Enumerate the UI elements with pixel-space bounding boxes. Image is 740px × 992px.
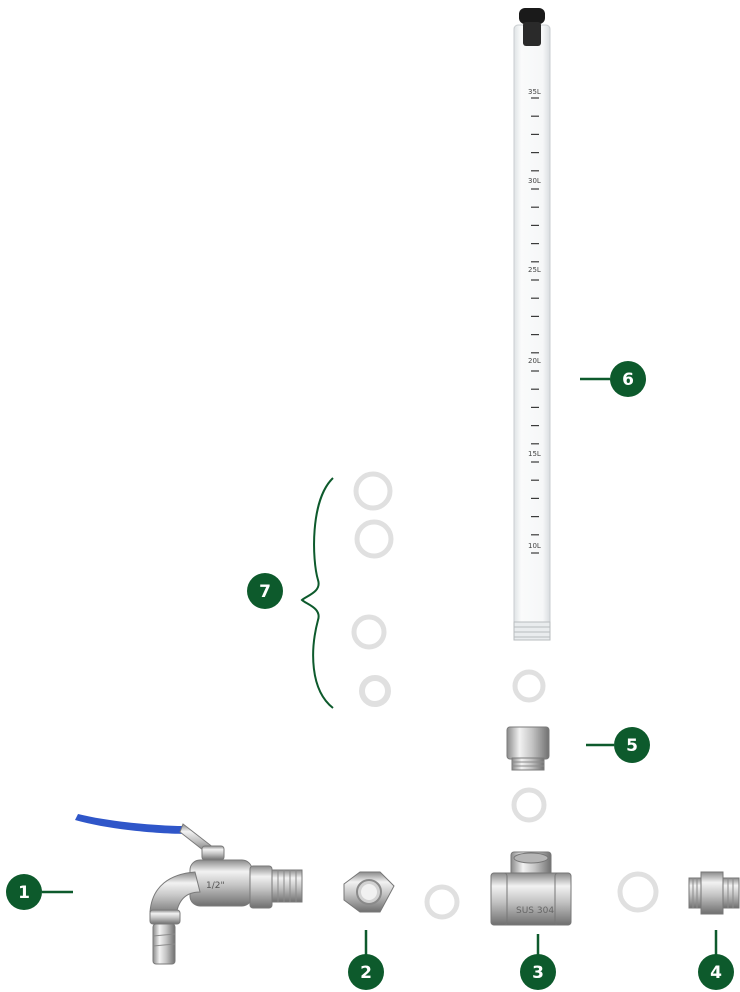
washer (514, 790, 544, 820)
valve-handle (75, 814, 188, 834)
callout-badge-1: 1 (6, 874, 42, 910)
washer (620, 874, 656, 910)
callout-badge-3: 3 (520, 954, 556, 990)
reducer-bushing (507, 727, 549, 770)
scale-label-25: 25L (528, 266, 541, 274)
tee-fitting: SUS 304 (491, 852, 571, 925)
washer-bracket (302, 478, 333, 708)
callout-badge-2: 2 (348, 954, 384, 990)
svg-text:6: 6 (622, 370, 634, 390)
callout-leaders (42, 379, 716, 955)
callout-badge-5: 5 (614, 727, 650, 763)
tap-marking: 1/2" (206, 881, 225, 891)
washer (515, 672, 543, 700)
svg-text:1: 1 (18, 883, 30, 903)
svg-text:2: 2 (360, 963, 372, 983)
scale-label-15: 15L (528, 450, 541, 458)
washer-set (354, 474, 391, 704)
tube-thread (514, 622, 550, 640)
washer (362, 678, 388, 704)
svg-text:7: 7 (259, 582, 271, 602)
svg-text:4: 4 (710, 963, 722, 983)
scale-label-35: 35L (528, 88, 541, 96)
callout-badge-7: 7 (247, 573, 283, 609)
hex-nipple (689, 872, 739, 914)
washer (357, 522, 391, 556)
hex-nut (344, 872, 394, 912)
scale-label-30: 30L (528, 177, 541, 185)
washer (427, 887, 457, 917)
scale-label-10: 10L (528, 542, 541, 550)
tee-marking: SUS 304 (516, 906, 554, 916)
sight-tube: 35L 30L 25L 20L 15L 10L (514, 8, 550, 640)
washer (356, 474, 390, 508)
svg-text:3: 3 (532, 963, 544, 983)
callout-badge-6: 6 (610, 361, 646, 397)
scale-label-20: 20L (528, 357, 541, 365)
washer (354, 617, 384, 647)
ball-valve-tap: 1/2" (75, 814, 302, 964)
callout-badge-4: 4 (698, 954, 734, 990)
svg-text:5: 5 (626, 736, 638, 756)
